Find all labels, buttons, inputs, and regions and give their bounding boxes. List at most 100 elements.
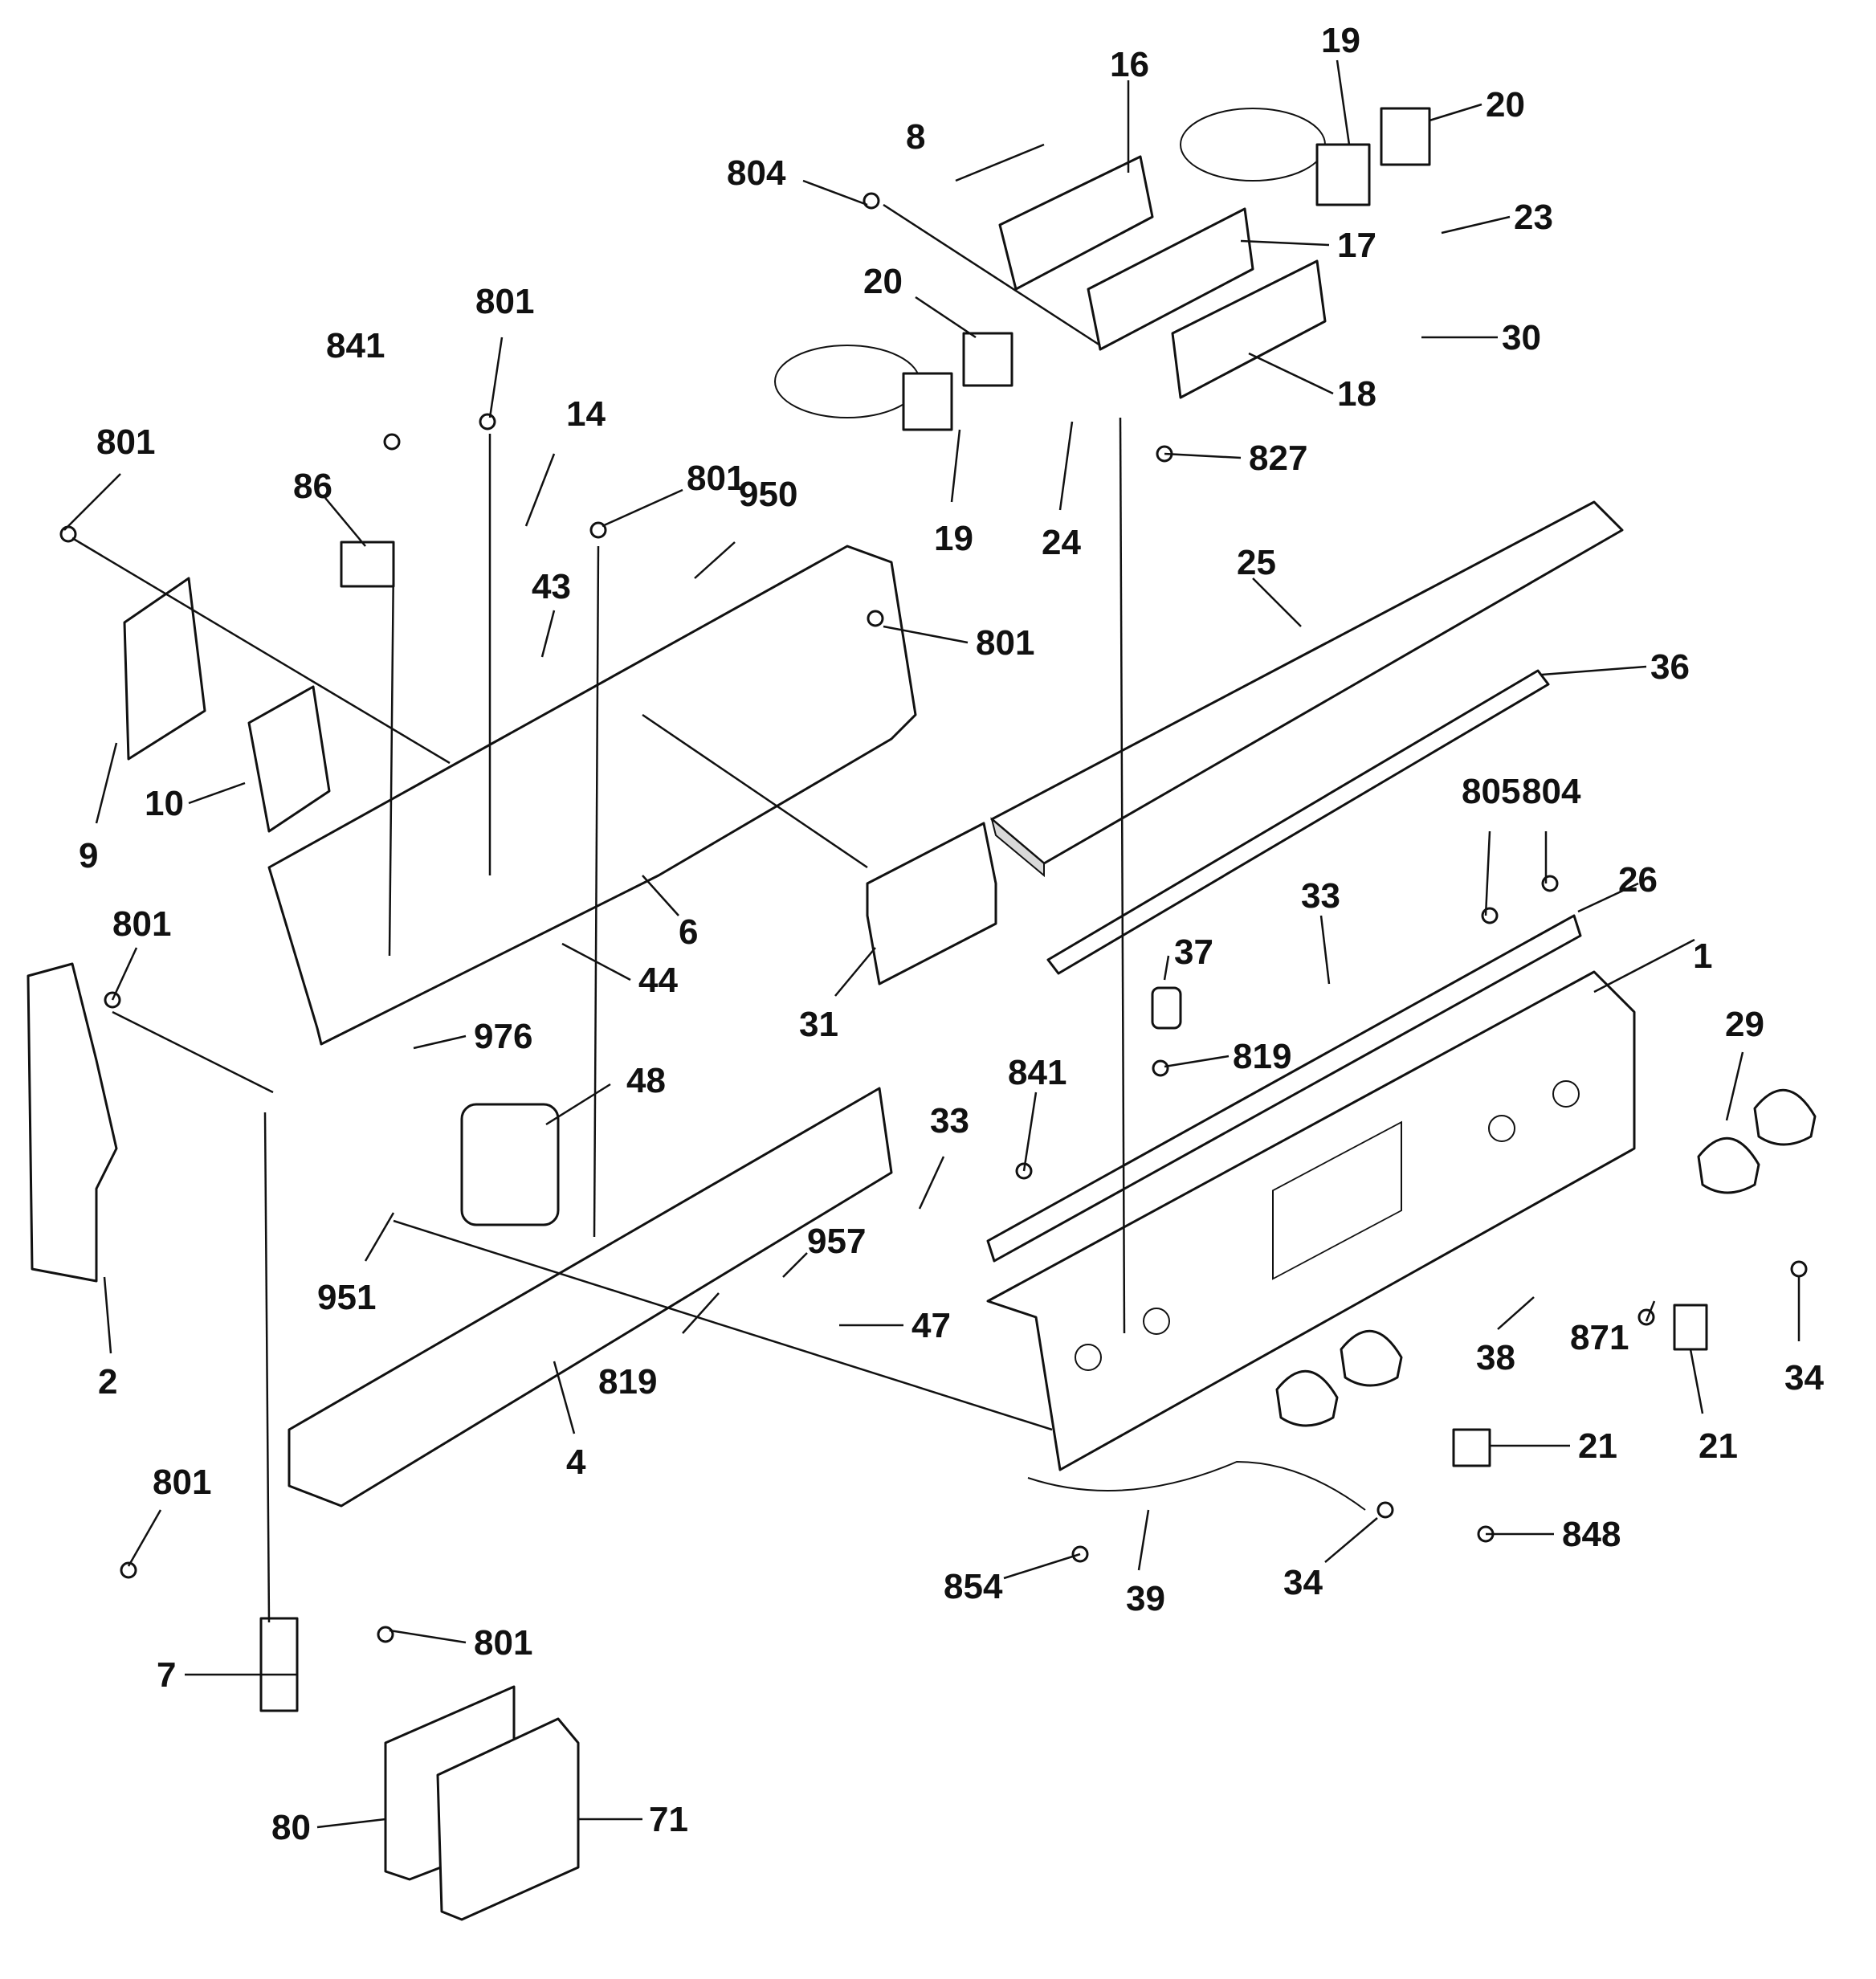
part-knob-29-b (1753, 1088, 1817, 1146)
screw (863, 192, 880, 210)
callout-71: 71 (649, 1800, 688, 1839)
callout-957: 957 (807, 1222, 866, 1261)
callout-26: 26 (1618, 860, 1658, 900)
part-panel-knob-hole-c (1488, 1115, 1515, 1142)
callout-801-c: 801 (687, 459, 745, 498)
callout-34-a: 34 (1784, 1358, 1824, 1398)
callout-841-a: 841 (326, 326, 385, 365)
callout-21-b: 21 (1699, 1426, 1738, 1466)
callout-801-e: 801 (112, 904, 171, 944)
part-box-71 (436, 1717, 580, 1921)
part-trim-bar-face (990, 817, 1045, 878)
callout-19-right: 19 (1321, 21, 1360, 60)
callout-6: 6 (679, 912, 698, 952)
part-panel-display (1272, 1120, 1402, 1280)
callout-36: 36 (1650, 647, 1690, 687)
callout-14: 14 (566, 394, 606, 434)
callout-10: 10 (145, 784, 184, 823)
part-clock-17 (1087, 207, 1254, 351)
callout-854: 854 (944, 1567, 1003, 1606)
callout-38: 38 (1476, 1338, 1515, 1377)
part-bracket-7 (259, 1617, 299, 1712)
callout-9: 9 (79, 836, 98, 875)
part-knob-front-b (1340, 1329, 1403, 1387)
part-back-panel (267, 545, 917, 1046)
part-side-trim (27, 962, 118, 1283)
part-panel-knob-hole-d (1552, 1080, 1580, 1108)
callout-37: 37 (1174, 932, 1213, 972)
callout-976: 976 (474, 1017, 532, 1056)
callout-801-a: 801 (96, 422, 155, 462)
callout-1: 1 (1693, 936, 1712, 976)
part-rocker-21-a (1452, 1428, 1491, 1467)
callout-24: 24 (1042, 523, 1081, 562)
part-clock-16 (998, 155, 1154, 291)
part-harness-left (774, 345, 920, 418)
part-switch-20-left (962, 332, 1013, 387)
screw (1152, 1059, 1169, 1077)
screw (383, 433, 401, 451)
callout-841-b: 841 (1008, 1053, 1066, 1092)
callout-39: 39 (1126, 1579, 1165, 1618)
part-transformer (340, 541, 395, 588)
callout-33-a: 33 (1301, 876, 1340, 916)
callout-34-b: 34 (1283, 1563, 1323, 1602)
callout-848: 848 (1562, 1515, 1621, 1554)
callout-950: 950 (739, 475, 797, 514)
screw (867, 610, 884, 627)
part-tube (1046, 669, 1550, 975)
part-sensor-housing (460, 1103, 560, 1226)
callout-29: 29 (1725, 1005, 1764, 1044)
part-channel (986, 914, 1582, 1263)
callout-7: 7 (157, 1655, 176, 1695)
screw (1376, 1501, 1394, 1519)
callout-48: 48 (626, 1061, 666, 1100)
screw (1637, 1308, 1655, 1326)
callout-871: 871 (1570, 1318, 1629, 1357)
screw (1481, 907, 1499, 924)
callout-30: 30 (1502, 318, 1541, 357)
screw (120, 1561, 137, 1579)
callout-819-a: 819 (1233, 1037, 1291, 1076)
callout-23: 23 (1514, 198, 1553, 237)
part-bracket-9 (123, 577, 206, 761)
callout-804-b: 804 (1522, 772, 1581, 811)
screw (589, 521, 607, 539)
callout-4: 4 (566, 1442, 586, 1482)
callout-43: 43 (532, 567, 571, 606)
callout-805: 805 (1462, 772, 1520, 811)
callout-31: 31 (799, 1005, 838, 1044)
screw (1541, 875, 1559, 892)
callout-827: 827 (1249, 439, 1307, 478)
callout-20-right: 20 (1486, 85, 1525, 124)
part-control-board (866, 822, 997, 985)
callout-33-b: 33 (930, 1101, 969, 1140)
part-panel-knob-hole-a (1075, 1344, 1102, 1371)
screw (377, 1626, 394, 1643)
callout-801-b: 801 (475, 282, 534, 321)
part-knob-front-a (1275, 1369, 1339, 1427)
callout-25: 25 (1237, 543, 1276, 582)
callout-86: 86 (293, 467, 332, 506)
callout-951: 951 (317, 1278, 376, 1317)
part-lamp-37 (1151, 986, 1182, 1030)
part-rocker-21-b (1673, 1304, 1708, 1351)
callout-804-a: 804 (727, 153, 786, 193)
callout-44: 44 (638, 961, 678, 1000)
part-clock-18 (1171, 259, 1327, 399)
callout-80: 80 (271, 1808, 311, 1847)
callout-801-d: 801 (976, 623, 1034, 663)
part-socket-39 (1027, 1460, 1366, 1511)
callout-17: 17 (1337, 226, 1376, 265)
callout-18: 18 (1337, 374, 1376, 414)
part-control-panel (986, 970, 1636, 1471)
part-harness-right (1180, 108, 1326, 182)
callout-20-left: 20 (863, 262, 903, 301)
part-lower-panel (288, 1087, 893, 1508)
callout-16: 16 (1110, 45, 1149, 84)
callout-801-g: 801 (474, 1623, 532, 1663)
callout-21-a: 21 (1578, 1426, 1617, 1466)
part-switch-20-right (1380, 107, 1431, 166)
screw (1790, 1260, 1808, 1278)
